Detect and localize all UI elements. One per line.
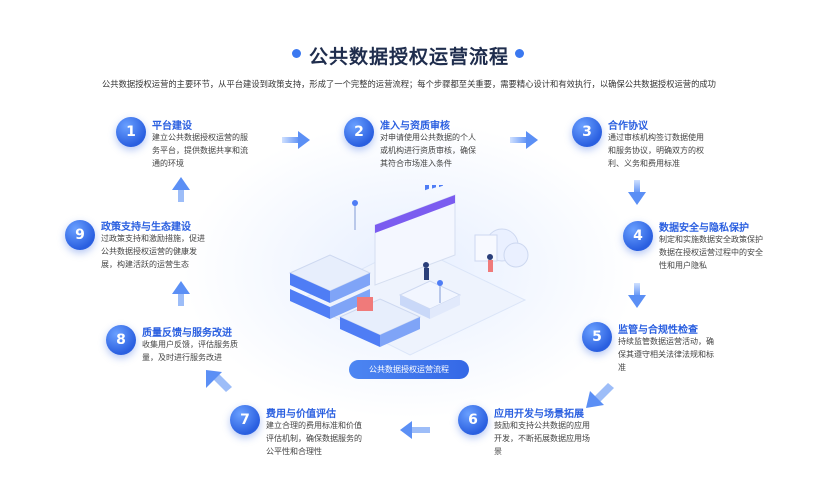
- step-title: 费用与价值评估: [266, 409, 336, 420]
- page-subtitle: 公共数据授权运营的主要环节，从平台建设到政策支持，形成了一个完整的运营流程；每个…: [102, 79, 716, 89]
- step-desc: 对申请使用公共数据的个人或机构进行资质审核，确保其符合市场准入条件: [380, 133, 476, 168]
- arrow-right-icon: [510, 131, 538, 149]
- step-title: 准入与资质审核: [380, 121, 450, 132]
- title-dot-left: [292, 49, 301, 58]
- step-title: 监管与合规性检查: [618, 325, 698, 336]
- step-number: 5: [582, 322, 612, 352]
- step-title: 合作协议: [608, 121, 648, 132]
- arrow-left-icon: [400, 421, 430, 439]
- arrow-down-icon: [628, 283, 646, 308]
- arrow-up-icon: [172, 281, 190, 306]
- step-desc: 收集用户反馈，评估服务质量，及时进行服务改进: [142, 340, 238, 362]
- step-desc: 制定和实施数据安全政策保护数据在授权运营过程中的安全性和用户隐私: [659, 235, 763, 270]
- step-number: 1: [116, 117, 146, 147]
- step-desc: 建立合理的费用标准和价值评估机制，确保数据服务的公平性和合理性: [266, 421, 362, 456]
- arrow-up-left-icon: [206, 370, 232, 392]
- step-number: 4: [623, 221, 653, 251]
- page-title: 公共数据授权运营流程: [308, 46, 509, 68]
- step-desc: 建立公共数据授权运营的服务平台，提供数据共享和流通的环境: [152, 133, 248, 168]
- arrow-right-icon: [282, 131, 310, 149]
- step-number: 2: [344, 117, 374, 147]
- step-number: 6: [458, 405, 488, 435]
- arrow-down-icon: [628, 180, 646, 205]
- step-desc: 通过审核机构签订数据使用和服务协议，明确双方的权利、义务和费用标准: [608, 133, 704, 168]
- arrow-down-left-icon: [586, 383, 614, 408]
- step-title: 平台建设: [152, 121, 192, 132]
- step-number: 7: [230, 405, 260, 435]
- step-title: 政策支持与生态建设: [101, 222, 191, 233]
- step-title: 应用开发与场景拓展: [494, 409, 584, 420]
- center-label-button[interactable]: 公共数据授权运营流程: [349, 360, 469, 379]
- title-dot-right: [515, 49, 524, 58]
- step-number: 9: [65, 220, 95, 250]
- data-platform-illustration: [288, 185, 529, 356]
- step-number: 8: [106, 325, 136, 355]
- step-title: 质量反馈与服务改进: [142, 328, 232, 339]
- step-desc: 鼓励和支持公共数据的应用开发，不断拓展数据应用场景: [494, 421, 590, 456]
- arrow-up-icon: [172, 177, 190, 202]
- step-number: 3: [572, 117, 602, 147]
- step-desc: 持续监管数据运营活动，确保其遵守相关法律法规和标准: [618, 337, 714, 372]
- step-title: 数据安全与隐私保护: [659, 223, 749, 234]
- step-desc: 过政策支持和激励措施，促进公共数据授权运营的健康发展，构建活跃的运营生态: [101, 234, 205, 269]
